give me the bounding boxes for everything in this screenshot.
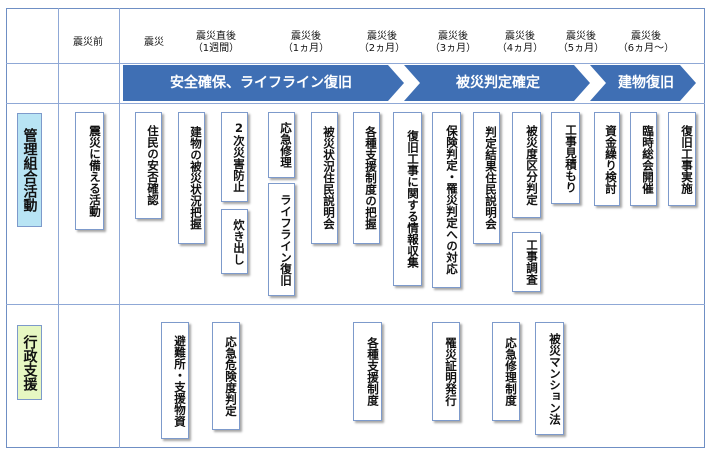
header-quake: 震災 (144, 37, 164, 48)
header-pre: 震災前 (73, 37, 103, 48)
item-safety-confirmation: 住民の安否確認 (135, 112, 162, 219)
item-lifeline-restoration: ライフライン復旧 (268, 183, 295, 296)
item-construction-estimate: 工事見積もり (551, 112, 580, 204)
item-emergency-repair: 応急修理 (268, 112, 295, 178)
item-damage-classification: 被災度区分判定 (512, 112, 541, 218)
item-prepare-activities: 震災に備える活動 (75, 112, 104, 230)
header-3month: 震災後 （3ヵ月） (429, 31, 477, 54)
item-disaster-condominium-law: 被災マンション法 (535, 322, 564, 435)
header-2month: 震災後 （2ヵ月） (358, 31, 406, 54)
item-emergency-risk-assessment: 応急危険度判定 (212, 322, 240, 430)
header-5month: 震災後 （5ヵ月） (557, 31, 605, 54)
phase-label-restoration: 建物復旧 (618, 75, 674, 91)
item-disaster-certificate: 罹災証明発行 (432, 322, 460, 421)
diagram-frame (6, 8, 705, 448)
item-funding-review: 資金繰り検討 (594, 112, 620, 206)
item-judgment-result-briefing: 判定結果住民説明会 (473, 112, 500, 244)
phase-label-safety: 安全確保、ライフライン復旧 (170, 75, 352, 91)
header-1week: 震災直後 （1週間） (192, 31, 240, 54)
section-divider-middle (6, 304, 705, 305)
header-6month: 震災後 （6ヵ月～） (617, 31, 675, 54)
item-restoration-work: 復旧工事実施 (668, 112, 696, 206)
item-construction-survey: 工事調査 (512, 232, 541, 292)
category-government: 行政支援 (17, 325, 42, 400)
item-soup-kitchen: 炊き出し (221, 209, 248, 274)
item-emergency-repair-program: 応急修理制度 (492, 322, 520, 421)
item-restoration-info-gathering: 復旧工事に関する情報収集 (393, 112, 422, 286)
item-support-programs-overview: 各種支援制度の把握 (353, 112, 380, 244)
category-management: 管理組合活動 (17, 113, 42, 227)
header-divider (6, 63, 705, 64)
phase-arrow-judgment (404, 65, 590, 101)
item-insurance-judgment-response: 保険判定・罹災判定への対応 (432, 112, 461, 288)
item-damage-briefing: 被災状況住民説明会 (311, 112, 338, 244)
item-shelter-supplies: 避難所・支援物資 (161, 322, 189, 439)
header-1month: 震災後 （1ヵ月） (282, 31, 330, 54)
phase-label-judgment: 被災判定確定 (456, 75, 540, 91)
header-4month: 震災後 （4ヵ月） (496, 31, 544, 54)
item-extraordinary-meeting: 臨時総会開催 (630, 112, 657, 206)
item-building-damage-survey: 建物の被災状況把握 (178, 112, 205, 244)
item-secondary-disaster-prevention: 2次災害防止 (221, 112, 248, 202)
phase-arrow-restoration (590, 65, 696, 101)
section-divider-top (6, 103, 705, 104)
column-divider-pre (119, 8, 120, 448)
column-divider-category (58, 8, 59, 448)
phase-arrow-safety (123, 65, 404, 101)
item-support-programs: 各種支援制度 (353, 322, 382, 421)
